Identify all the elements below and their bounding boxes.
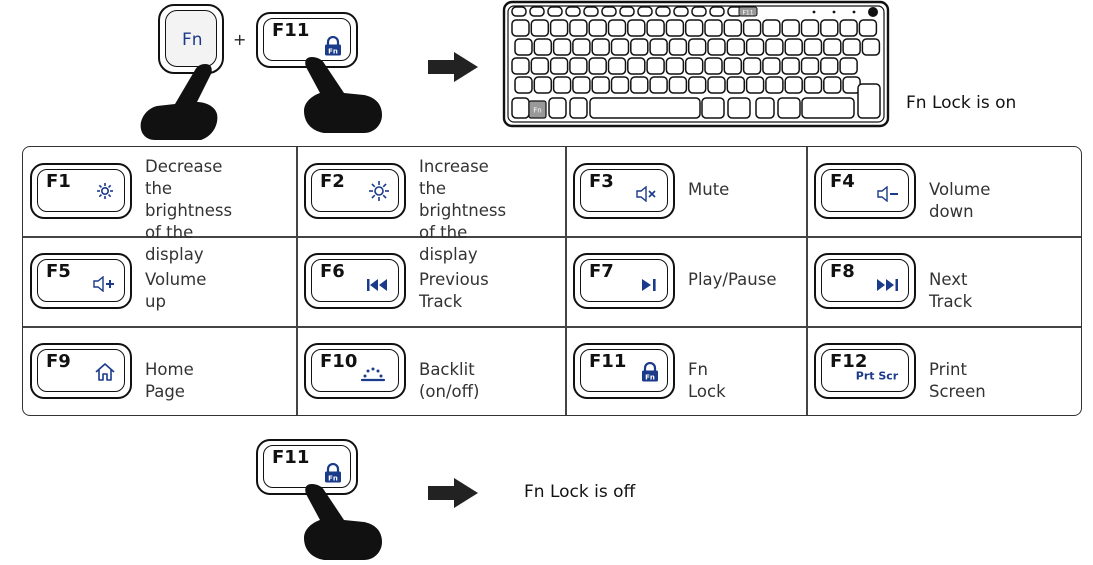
f5-key: F5 — [30, 253, 132, 309]
function-key-table — [22, 146, 1082, 416]
f6-key: F6 — [304, 253, 406, 309]
svg-text:Fn: Fn — [533, 107, 541, 115]
svg-text:Fn: Fn — [328, 475, 338, 483]
fn-lock-icon: Fn — [325, 463, 341, 483]
print-screen-icon: Prt Scr — [854, 367, 900, 386]
key-label: F10 — [320, 351, 358, 372]
function-description: Decrease the brightness of the display — [145, 157, 233, 264]
keyboard-illustration: F11 Fn — [502, 0, 890, 128]
f10-key: F10 — [304, 343, 406, 399]
f2-key: F2 — [304, 163, 406, 219]
function-description: Increase the brightness of the display — [419, 157, 507, 264]
svg-text:Fn: Fn — [645, 374, 655, 382]
key-label: F2 — [320, 171, 345, 192]
function-description: Play/Pause — [688, 270, 777, 289]
svg-text:F11: F11 — [742, 10, 753, 17]
function-description: Volume down — [929, 180, 991, 221]
key-label: F9 — [46, 351, 71, 372]
volume-down-icon — [876, 185, 900, 206]
arrow-right-icon — [428, 478, 478, 508]
volume-up-icon — [92, 275, 116, 296]
key-label: F5 — [46, 261, 71, 282]
function-description: Volume up — [145, 270, 207, 311]
key-label: F1 — [46, 171, 71, 192]
fn-lock-icon: Fn — [325, 36, 341, 56]
function-description: Fn Lock — [688, 360, 726, 401]
previous-track-icon — [366, 277, 390, 296]
f11-key-top: F11 Fn — [256, 12, 358, 68]
key-label: F3 — [589, 171, 614, 192]
function-description: Previous Track — [419, 270, 489, 311]
f11-key-label: F11 — [272, 20, 310, 41]
fn-lock-icon: Fn — [641, 361, 659, 386]
arrow-right-icon — [428, 52, 478, 82]
function-description: Mute — [688, 180, 730, 199]
f9-key: F9 — [30, 343, 132, 399]
mute-icon — [635, 185, 659, 206]
fn-key-label: Fn — [182, 30, 203, 50]
f11-key-label: F11 — [272, 447, 310, 468]
backlight-icon — [356, 360, 390, 386]
plus-sign: + — [233, 30, 247, 49]
f7-key: F7 — [573, 253, 675, 309]
key-label: F4 — [830, 171, 855, 192]
svg-text:Prt Scr: Prt Scr — [856, 370, 899, 383]
svg-text:Fn: Fn — [328, 48, 338, 56]
key-label: F8 — [830, 261, 855, 282]
key-label: F11 — [589, 351, 627, 372]
key-label: F12 — [830, 351, 868, 372]
next-track-icon — [876, 277, 900, 296]
f8-key: F8 — [814, 253, 916, 309]
function-description: Print Screen — [929, 360, 986, 401]
f1-key: F1 — [30, 163, 132, 219]
brightness-down-icon — [94, 180, 116, 206]
play-pause-icon — [641, 277, 659, 296]
key-label: F6 — [320, 261, 345, 282]
fn-lock-on-text: Fn Lock is on — [906, 93, 1017, 113]
f4-key: F4 — [814, 163, 916, 219]
fn-lock-off-text: Fn Lock is off — [524, 482, 636, 502]
function-description: Next Track — [929, 270, 973, 311]
function-description: Backlit (on/off) — [419, 360, 480, 401]
f11-key-bottom: F11 Fn — [256, 439, 358, 495]
pressing-hand-icon — [140, 64, 218, 140]
f3-key: F3 — [573, 163, 675, 219]
fn-key: Fn — [158, 4, 224, 74]
pressing-hand-icon — [304, 57, 382, 133]
key-label: F7 — [589, 261, 614, 282]
home-icon — [94, 362, 116, 386]
function-description: Home Page — [145, 360, 194, 401]
pressing-hand-icon — [304, 484, 382, 560]
brightness-up-icon — [368, 180, 390, 206]
